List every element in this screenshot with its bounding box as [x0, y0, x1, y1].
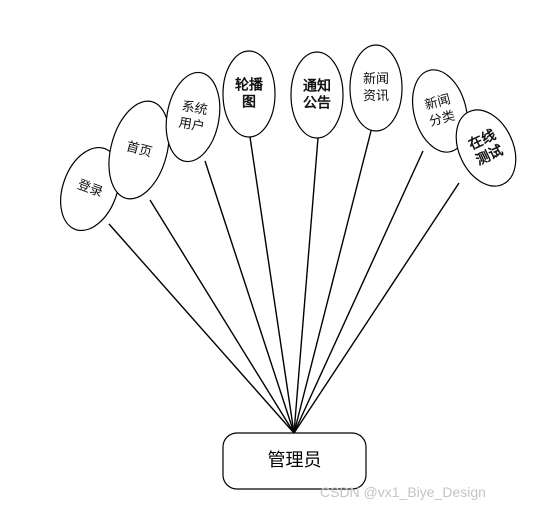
ellipse-system-users [165, 71, 221, 163]
ellipse-news-category [412, 69, 468, 153]
node-label-news-info-0: 新闻 [363, 71, 389, 87]
connector-news-info [293, 130, 372, 434]
node-label-news-info-1: 资讯 [363, 89, 389, 104]
node-label-system-users-0: 系统 [180, 99, 208, 118]
node-label-home-0: 首页 [124, 139, 153, 160]
connectors [108, 130, 460, 434]
node-label-notices-0: 通知 [303, 78, 331, 95]
connector-news-category [293, 150, 424, 434]
node-label-carousel-1: 图 [242, 95, 256, 111]
connector-online-test [293, 182, 460, 434]
ellipse-carousel [222, 50, 276, 138]
node-home: 首页 [108, 100, 170, 200]
node-carousel: 轮播图 [222, 50, 276, 138]
node-label-news-category-1: 分类 [428, 109, 457, 130]
ellipse-login [60, 146, 120, 232]
ellipse-online-test [455, 109, 517, 187]
ellipse-news-info [349, 44, 403, 132]
node-label-system-users-1: 用户 [177, 115, 205, 135]
root-label: 管理员 [268, 450, 322, 471]
connector-notices [293, 137, 319, 434]
node-label-carousel-0: 轮播 [235, 77, 264, 94]
connector-carousel [249, 136, 295, 434]
root-box [222, 432, 367, 490]
node-label-notices-1: 公告 [303, 95, 331, 112]
connector-system-users [204, 160, 295, 434]
connector-home [149, 199, 295, 434]
ellipse-notices [290, 51, 344, 139]
watermark: CSDN @vx1_Biye_Design [320, 484, 486, 500]
connector-login [108, 223, 295, 434]
nodes: 登录首页系统用户轮播图通知公告新闻资讯新闻分类在线测试 [60, 44, 517, 232]
root-node: 管理员 [222, 432, 367, 490]
node-label-news-category-0: 新闻 [423, 91, 452, 113]
node-login: 登录 [60, 146, 120, 232]
